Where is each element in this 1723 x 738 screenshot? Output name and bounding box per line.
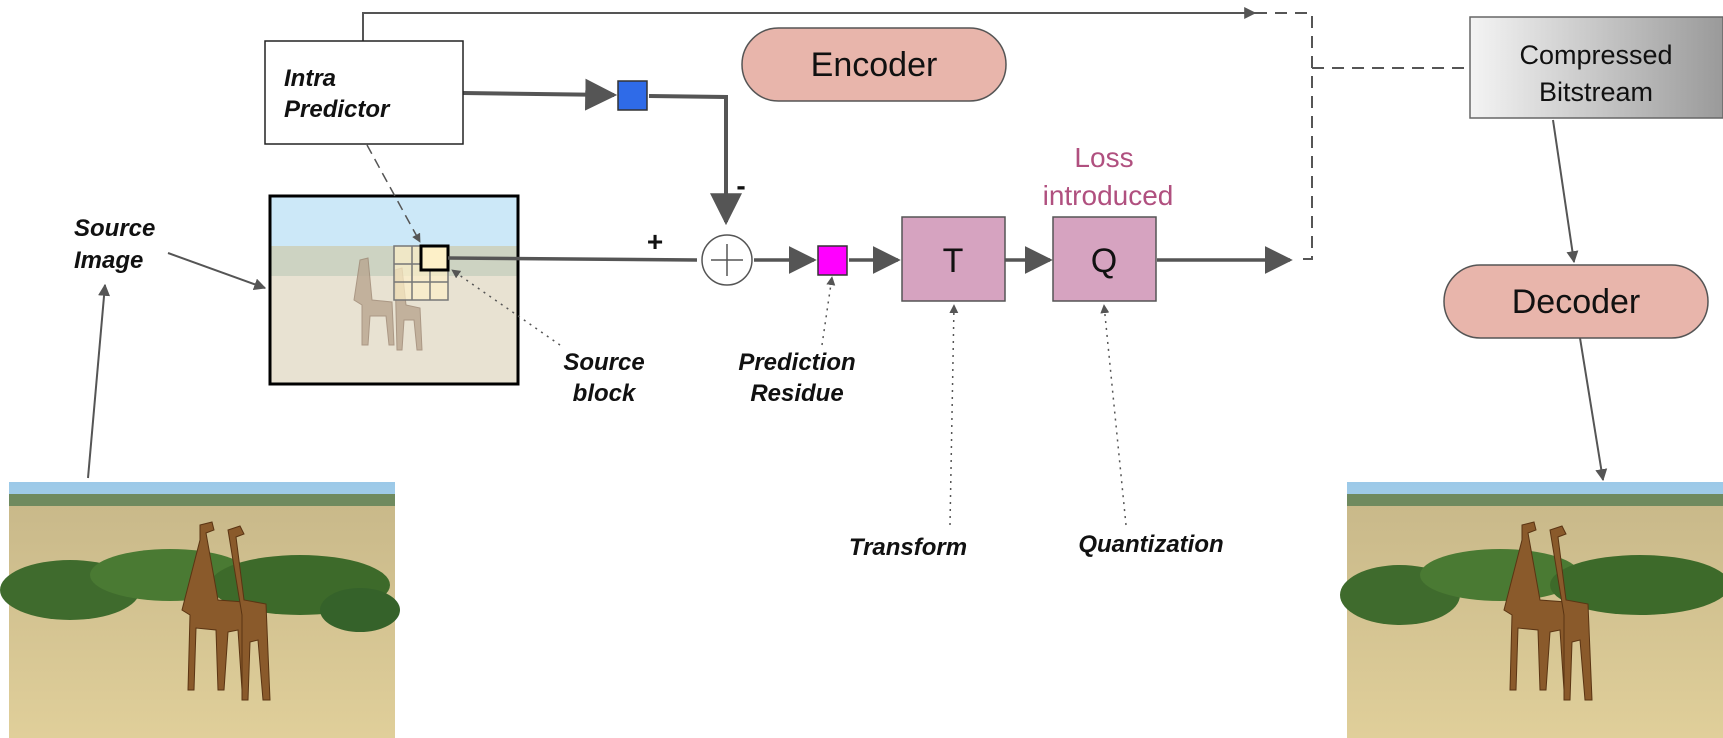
connectors [87,7,1608,526]
minus-sign: - [736,170,745,201]
quantization-box [1052,216,1157,302]
quantization-box-label: Q [1091,242,1117,280]
residue-block [817,245,848,276]
prediction-block [617,80,648,111]
source-block [419,244,450,272]
source-image-label-1: Source [74,215,155,242]
summing-junction-icon [701,234,753,286]
plus-sign: + [647,226,663,257]
decoded-photo [1340,482,1723,738]
decoder-pill [1443,264,1709,339]
encoder-pill [741,27,1007,102]
transform-caption: Transform [849,534,967,561]
prediction-residue-label-2: Residue [750,380,843,407]
encoder-label: Encoder [811,46,938,84]
source-image-frame [268,194,520,386]
source-image-label-2: Image [74,247,143,274]
bitstream-label-2: Bitstream [1539,77,1653,107]
source-block-label-2: block [573,380,637,407]
intra-predictor-label-2: Predictor [284,96,391,123]
intra-predictor-label-1: Intra [284,65,336,92]
quantization-caption: Quantization [1078,531,1223,558]
prediction-residue-label-1: Prediction [738,349,855,376]
source-photo [0,482,400,738]
bitstream-label-1: Compressed [1519,40,1672,70]
transform-box [901,216,1006,302]
compressed-bitstream-box [1469,16,1723,119]
loss-label-2: introduced [1043,180,1174,211]
intra-predictor-box [264,40,464,145]
transform-box-label: T [943,242,964,280]
loss-label-1: Loss [1074,142,1133,173]
source-block-label-1: Source [563,349,644,376]
decoder-label: Decoder [1512,283,1641,321]
